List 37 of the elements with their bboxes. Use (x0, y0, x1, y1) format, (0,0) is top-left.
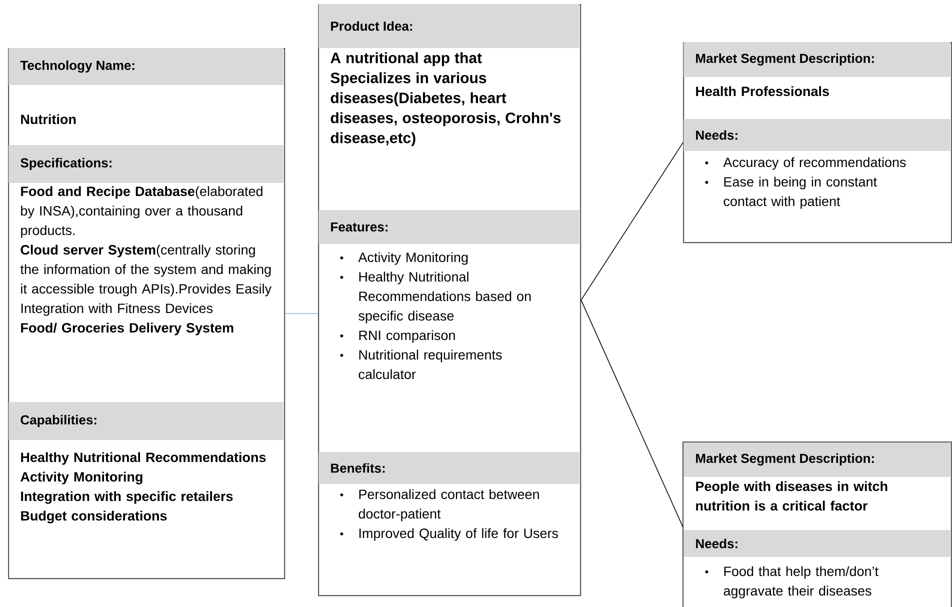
list-item: Ease in being in constant contact with patient (705, 176, 877, 209)
section-header: Needs: (684, 119, 950, 151)
list-item: Food that help them/don’t aggravate their diseases (705, 566, 878, 598)
card (8, 48, 286, 580)
section-header: Product Idea: (318, 4, 580, 48)
list-item: Accuracy of recommendations (705, 157, 906, 170)
body-text: Health Professionals (696, 86, 829, 96)
section-header: Capabilities: (8, 402, 284, 440)
card (318, 4, 582, 596)
list-item: RNI comparison (340, 330, 455, 343)
section-header: Features: (318, 210, 580, 244)
list-item: Healthy Nutritional Recommendations based on specific disease (340, 272, 531, 324)
section-header: Technology Name: (8, 48, 284, 85)
card (682, 441, 952, 607)
list-item: Activity Monitoring (340, 252, 468, 265)
connector-line (580, 300, 684, 528)
list-item: Personalized contact between doctor-patient (340, 489, 539, 522)
list-item: Improved Quality of life for Users (340, 528, 558, 541)
section-header: Market Segment Description: (684, 42, 950, 77)
connector-line (284, 313, 318, 314)
section-header: Needs: (684, 530, 950, 557)
card (683, 42, 952, 244)
section-header: Market Segment Description: (684, 442, 950, 477)
body-text: Food/ Groceries Delivery System (21, 322, 234, 336)
list-item: Nutritional requirements calculator (340, 350, 502, 380)
body-text: Nutrition (21, 114, 76, 124)
section-header: Specifications: (8, 145, 284, 183)
body-text: Integration with specific retailers (21, 491, 233, 504)
body-text: Healthy Nutritional Recommendations (21, 452, 266, 465)
body-text: Cloud server System(centrally storing the information of the system and making it accessible trough APIs).Provides Easily Integration with Fitness Devices (20, 244, 272, 316)
connector-line (580, 142, 684, 300)
body-text: People with diseases in witch nutrition is a critical factor (696, 481, 888, 511)
body-text: Food and Recipe Database(elaborated by INSA),containing over a thousand products. (21, 186, 262, 238)
description-text: A nutritional app that Specializes in various diseases(Diabetes, heart diseases, osteoporosis, Crohn's disease,etc) (330, 52, 561, 146)
body-text: Activity Monitoring (20, 472, 142, 484)
body-text: Budget considerations (21, 510, 167, 524)
section-header: Benefits: (318, 452, 580, 484)
